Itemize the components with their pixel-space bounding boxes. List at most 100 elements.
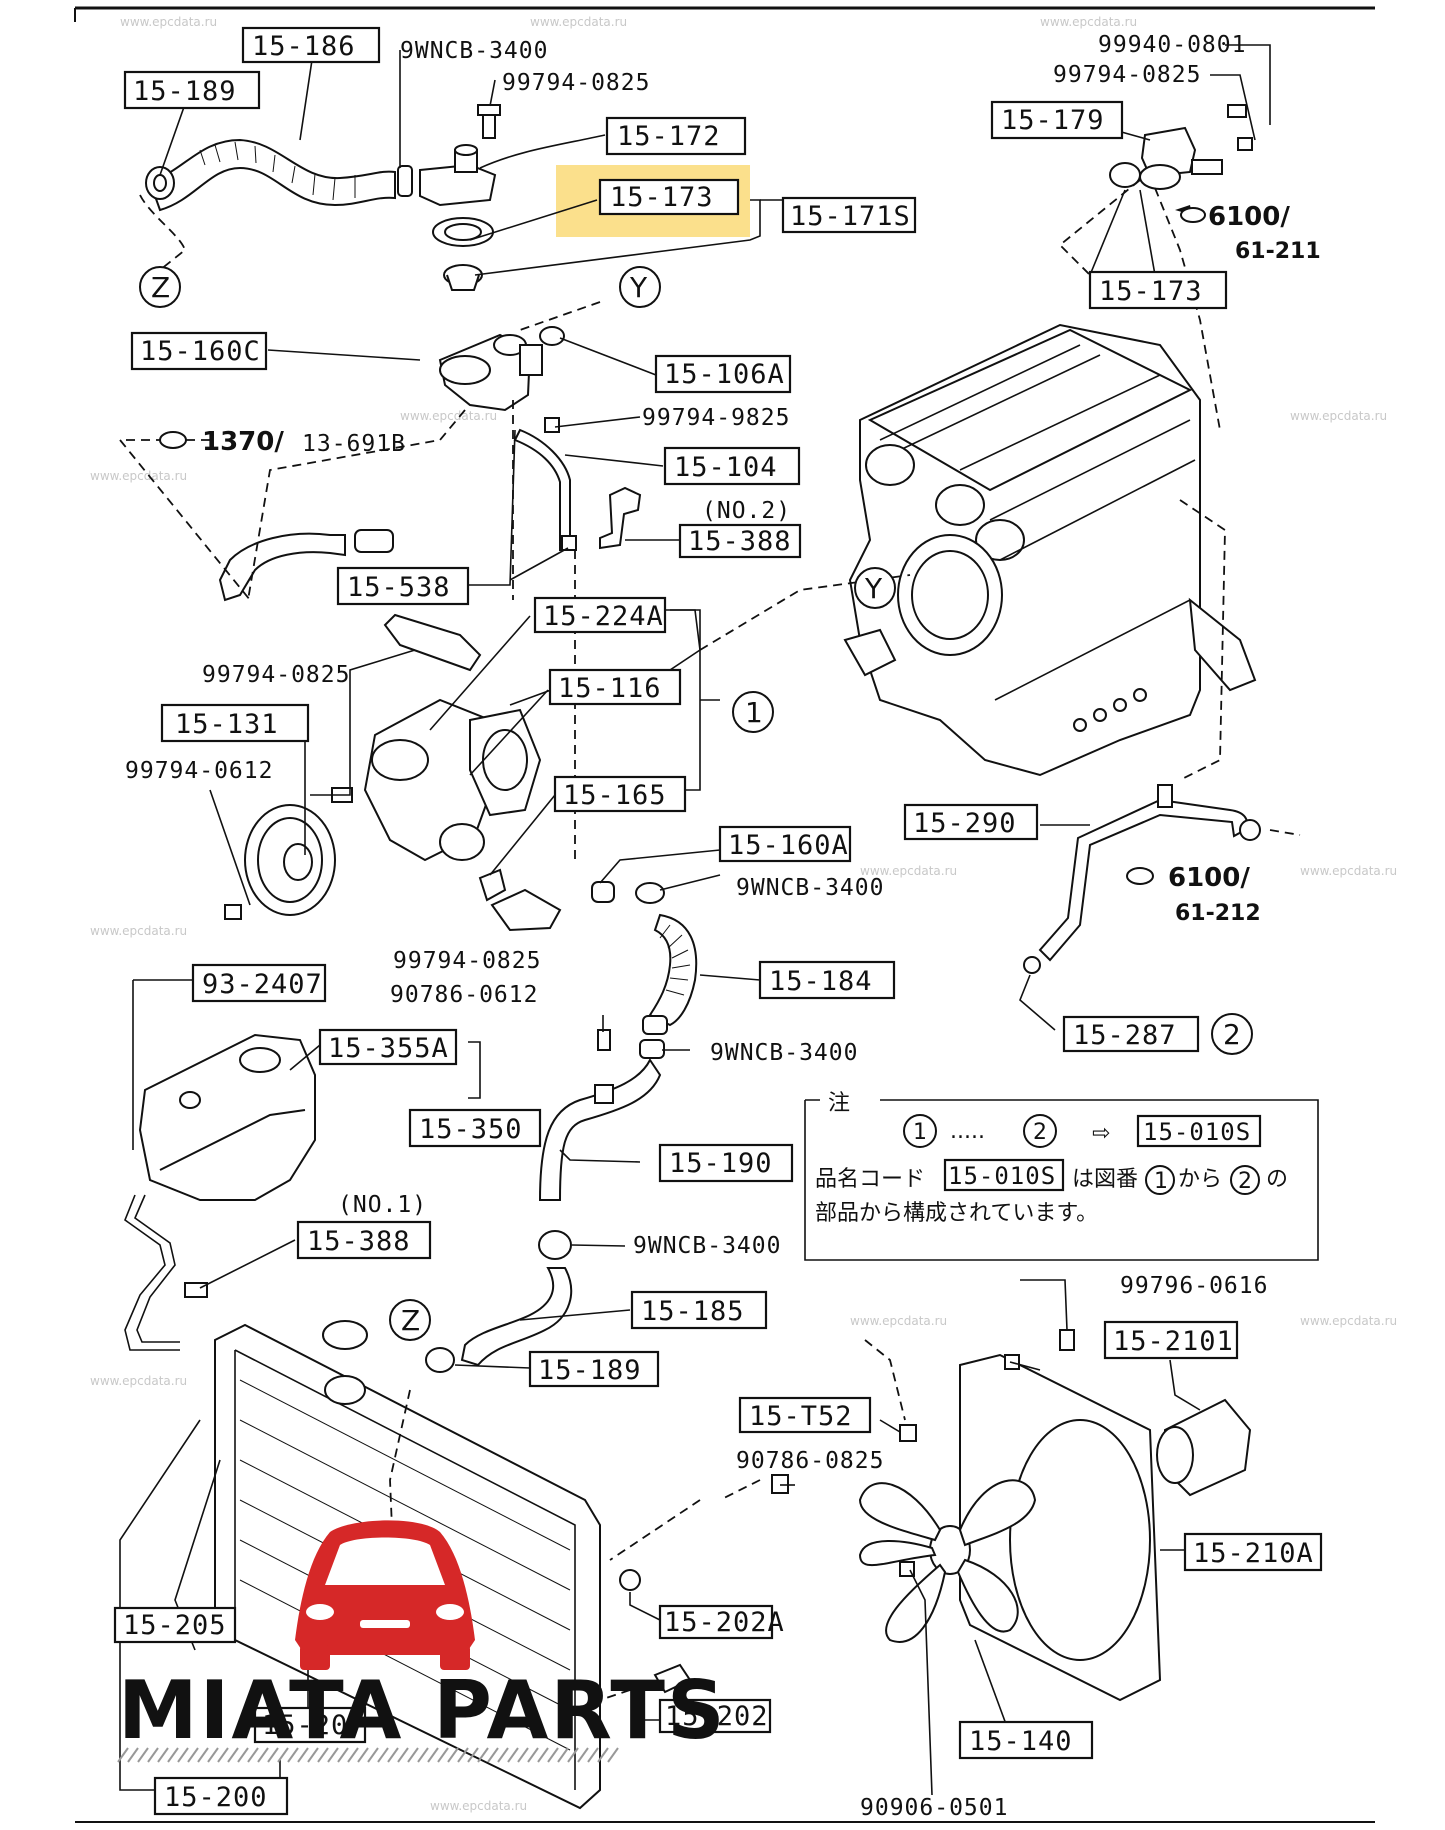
circle-z-top-text: Z: [151, 271, 170, 304]
svg-text:www.epcdata.ru: www.epcdata.ru: [90, 1374, 187, 1388]
svg-text:⇨: ⇨: [1092, 1121, 1110, 1146]
svg-text:99794-0612: 99794-0612: [125, 758, 273, 784]
svg-text:www.epcdata.ru: www.epcdata.ru: [400, 409, 497, 423]
svg-text:1: 1: [913, 1120, 927, 1145]
svg-text:15-010S: 15-010S: [948, 1162, 1056, 1190]
miata-parts-logo: MIATA PARTS: [117, 1520, 725, 1763]
part-sketches: [124, 104, 1261, 1810]
svg-text:15-184: 15-184: [769, 966, 873, 997]
svg-text:2: 2: [1238, 1169, 1252, 1194]
label-15-189-bottom: 15-189: [528, 1350, 660, 1388]
boxed-labels: 15-186 15-189 15-172 15-173 15-171S 15-1…: [113, 26, 1323, 1816]
svg-text:から: から: [1178, 1167, 1222, 1192]
label-15-179: 15-179: [990, 100, 1124, 140]
svg-text:15-538: 15-538: [347, 572, 451, 603]
label-15-388-top: 15-388: [678, 523, 802, 559]
label-15-207: 15-207: [253, 1706, 367, 1744]
svg-text:品名コード: 品名コード: [815, 1167, 925, 1192]
svg-text:15-140: 15-140: [969, 1726, 1073, 1757]
svg-text:15-202A: 15-202A: [664, 1607, 785, 1638]
svg-text:の: の: [1266, 1167, 1288, 1192]
engine-block: [843, 323, 1257, 777]
label-15-200: 15-200: [153, 1776, 289, 1816]
svg-text:15-173: 15-173: [1099, 276, 1203, 307]
page-frame: [74, 6, 1375, 1823]
label-15-185: 15-185: [630, 1290, 768, 1330]
circle-1: [732, 691, 774, 733]
svg-text:15-160A: 15-160A: [728, 830, 849, 861]
svg-text:15-224A: 15-224A: [543, 601, 664, 632]
svg-text:15-388: 15-388: [307, 1226, 411, 1257]
svg-text:6100/: 6100/: [1168, 863, 1250, 893]
circle-2-text: 2: [1223, 1018, 1241, 1051]
label-15-106a: 15-106A: [654, 354, 792, 394]
svg-text:15-172: 15-172: [617, 121, 721, 152]
svg-text:www.epcdata.ru: www.epcdata.ru: [530, 15, 627, 29]
svg-text:www.epcdata.ru: www.epcdata.ru: [1040, 15, 1137, 29]
circle-1-text: 1: [745, 696, 763, 729]
svg-text:(NO.2): (NO.2): [702, 498, 791, 524]
label-15-186: 15-186: [241, 26, 381, 64]
circle-y-top: [619, 266, 661, 308]
svg-text:15-106A: 15-106A: [664, 359, 785, 390]
label-15-172: 15-172: [605, 116, 747, 156]
svg-text:15-210A: 15-210A: [1193, 1538, 1314, 1569]
svg-text:15-171S: 15-171S: [790, 201, 911, 232]
label-15-355a: 15-355A: [318, 1028, 458, 1066]
svg-text:www.epcdata.ru: www.epcdata.ru: [430, 1799, 527, 1813]
svg-text:15-173: 15-173: [610, 182, 714, 213]
svg-text:15-T52: 15-T52: [749, 1401, 853, 1432]
svg-text:15-165: 15-165: [563, 780, 667, 811]
label-15-350: 15-350: [408, 1108, 542, 1148]
circle-y-engine: [854, 567, 896, 609]
svg-text:15-010S: 15-010S: [1143, 1118, 1251, 1146]
svg-text:90906-0501: 90906-0501: [860, 1795, 1008, 1821]
svg-text:www.epcdata.ru: www.epcdata.ru: [860, 864, 957, 878]
svg-text:www.epcdata.ru: www.epcdata.ru: [90, 924, 187, 938]
svg-text:99796-0616: 99796-0616: [1120, 1273, 1268, 1299]
label-15-t52: 15-T52: [738, 1396, 872, 1434]
label-15-189-top: 15-189: [123, 70, 261, 110]
label-15-202a: 15-202A: [658, 1604, 785, 1640]
svg-text:1: 1: [1154, 1169, 1168, 1194]
label-15-173-highlighted: 15-173: [598, 178, 740, 216]
page-references: 6100/ 61-211 1370/ 13-691B 6100/ 61-212: [159, 202, 1321, 926]
svg-text:.....: .....: [950, 1119, 985, 1144]
svg-text:15-116: 15-116: [558, 673, 662, 704]
svg-text:15-189: 15-189: [538, 1355, 642, 1386]
svg-text:9WNCB-3400: 9WNCB-3400: [710, 1040, 858, 1066]
svg-text:www.epcdata.ru: www.epcdata.ru: [120, 15, 217, 29]
svg-text:(NO.1): (NO.1): [338, 1192, 427, 1218]
circle-2: [1211, 1013, 1253, 1055]
label-15-202: 15-202: [658, 1698, 772, 1734]
svg-text:61-211: 61-211: [1235, 239, 1321, 264]
circled-refs: Z Y Y 1 2 Z: [139, 266, 1253, 1341]
note-box: 注 1 ..... 2 ⇨ 15-010S 品名コード 15-010S は図番 …: [804, 1091, 1319, 1261]
svg-text:www.epcdata.ru: www.epcdata.ru: [1300, 864, 1397, 878]
label-15-205: 15-205: [113, 1606, 237, 1644]
label-15-388-bottom: 15-388: [296, 1220, 432, 1260]
label-15-140: 15-140: [958, 1720, 1094, 1760]
svg-text:15-160C: 15-160C: [140, 336, 261, 367]
circle-y-engine-text: Y: [864, 572, 883, 605]
svg-text:15-186: 15-186: [252, 31, 356, 62]
svg-text:1370/: 1370/: [202, 427, 284, 457]
circle-y-top-text: Y: [629, 271, 648, 304]
label-15-173-right: 15-173: [1088, 270, 1228, 310]
svg-text:9WNCB-3400: 9WNCB-3400: [633, 1233, 781, 1259]
svg-text:93-2407: 93-2407: [202, 969, 323, 1000]
svg-text:15-202: 15-202: [665, 1701, 769, 1732]
label-15-2101: 15-2101: [1103, 1320, 1239, 1360]
svg-text:90786-0825: 90786-0825: [736, 1448, 884, 1474]
svg-text:15-350: 15-350: [419, 1114, 523, 1145]
svg-text:15-207: 15-207: [262, 1710, 366, 1741]
svg-text:99794-0825: 99794-0825: [202, 662, 350, 688]
svg-text:部品から構成されています。: 部品から構成されています。: [815, 1201, 1098, 1226]
circle-z-top: [139, 266, 181, 308]
svg-text:9WNCB-3400: 9WNCB-3400: [736, 875, 884, 901]
svg-text:は図番: は図番: [1072, 1167, 1138, 1192]
label-15-116: 15-116: [548, 668, 682, 706]
svg-text:15-185: 15-185: [641, 1296, 745, 1327]
svg-text:99794-0825: 99794-0825: [393, 948, 541, 974]
